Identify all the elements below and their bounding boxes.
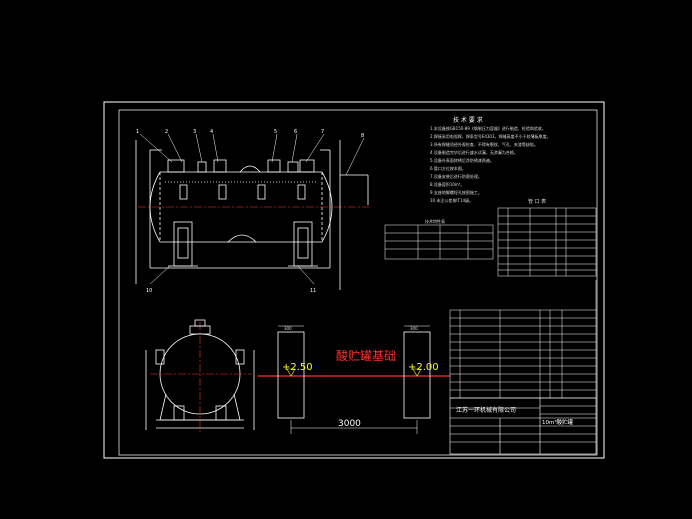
tech-note-line: 8.设备容积10m³。 <box>430 181 464 187</box>
svg-text:4: 4 <box>210 129 213 135</box>
svg-text:2: 2 <box>165 129 168 135</box>
foundation-label: 酸贮罐基础 <box>336 348 396 363</box>
svg-text:11: 11 <box>310 288 316 294</box>
tech-note-line: 6.管口方位按本图。 <box>430 165 466 171</box>
design-data-table <box>384 224 494 260</box>
tech-note-line: 3.所有焊缝须经外观检查，不得有裂纹、气孔、夹渣等缺陷。 <box>430 141 538 147</box>
bill-of-materials-table <box>449 280 597 399</box>
tech-note-line: 7.设备安装后进行防腐处理。 <box>430 173 482 179</box>
svg-text:5: 5 <box>274 129 277 135</box>
dim-span: 3000 <box>338 419 361 429</box>
svg-text:3: 3 <box>193 129 196 135</box>
tech-requirements-title: 技 术 要 求 <box>453 116 483 124</box>
nozzle-table <box>497 207 597 277</box>
elevation-right: +2.00 <box>408 362 439 373</box>
foundation-pier-right <box>403 331 431 419</box>
title-block <box>449 397 597 455</box>
sheet-border-outer <box>103 101 605 459</box>
sheet-border-inner <box>118 109 598 456</box>
elevation-left: +2.50 <box>282 362 313 373</box>
dim-left-width: 300 <box>284 326 292 331</box>
design-data-title: 技术特性表 <box>425 218 445 224</box>
svg-text:7: 7 <box>321 129 324 135</box>
tank-front-view <box>135 140 370 290</box>
balloon-numbers: 1 2 3 4 5 6 7 8 10 11 <box>136 129 364 294</box>
nozzle-table-title: 管 口 表 <box>528 198 546 205</box>
tech-note-line: 9.支座地脚螺栓孔按图施工。 <box>430 189 482 195</box>
tech-note-line: 10.未注公差按IT14级。 <box>430 197 473 203</box>
svg-text:8: 8 <box>361 133 364 139</box>
tech-note-line: 1.本设备按GB150-89《钢制压力容器》进行制造、检验和验收。 <box>430 125 546 131</box>
foundation-pier-left <box>277 331 305 419</box>
svg-text:6: 6 <box>294 129 297 135</box>
part-balloons-top <box>139 133 365 285</box>
tech-note-line: 2.焊接采用电弧焊，焊条型号E4303，焊缝高度不小于较薄板厚度。 <box>430 133 551 139</box>
tech-note-line: 4.设备制造完毕后进行盛水试漏，无渗漏为合格。 <box>430 149 518 155</box>
tech-note-line: 5.设备外表面除锈后涂防锈漆两遍。 <box>430 157 494 163</box>
dim-right-width: 300 <box>410 326 418 331</box>
svg-text:1: 1 <box>136 129 139 135</box>
svg-text:10: 10 <box>146 288 152 294</box>
company-name: 江苏一环机械有限公司 <box>456 406 516 414</box>
tech-notes: 1.本设备按GB150-89《钢制压力容器》进行制造、检验和验收。 2.焊接采用电… <box>430 125 551 203</box>
drawing-title: 10m³酸贮罐 <box>542 418 574 426</box>
tank-end-view <box>145 319 255 432</box>
foundation-plan <box>258 325 450 434</box>
